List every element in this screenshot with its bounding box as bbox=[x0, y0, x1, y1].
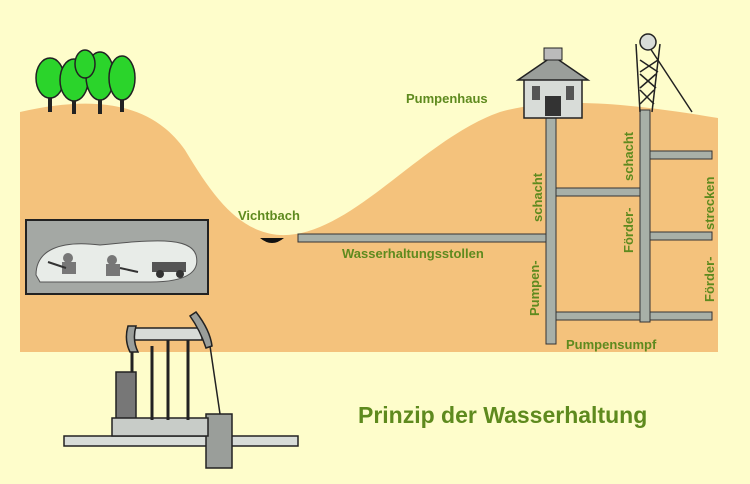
label-stollen: Wasserhaltungsstollen bbox=[342, 246, 484, 261]
haulage-drift bbox=[649, 311, 713, 321]
hoist-shaft bbox=[639, 109, 651, 323]
stream-mouth bbox=[260, 238, 284, 243]
label-pumpensumpf: Pumpensumpf bbox=[566, 337, 657, 352]
label-foerderstrecken-1: Förder- bbox=[702, 256, 717, 303]
pump-shaft bbox=[545, 111, 557, 345]
haulage-drift bbox=[649, 231, 713, 241]
diagram-title: Prinzip der Wasserhaltung bbox=[358, 402, 648, 428]
label-foerderschacht-2: schacht bbox=[621, 131, 636, 181]
trees-icon bbox=[35, 49, 136, 114]
label-foerderstrecken-2: strecken bbox=[702, 176, 717, 230]
drainage-adit bbox=[297, 233, 551, 243]
miners-icon bbox=[25, 219, 209, 295]
label-foerderschacht-1: Förder- bbox=[621, 207, 636, 254]
beam-pump-icon bbox=[63, 310, 299, 469]
label-pumpenschacht-2: schacht bbox=[530, 172, 545, 222]
cross-passage bbox=[555, 187, 641, 197]
label-pumpenschacht-1: Pumpen- bbox=[527, 260, 542, 316]
label-pumpenhaus: Pumpenhaus bbox=[406, 91, 488, 106]
headframe-icon bbox=[635, 33, 693, 113]
cross-passage bbox=[555, 311, 641, 321]
haulage-drift bbox=[649, 150, 713, 160]
pump-house-icon bbox=[515, 47, 591, 119]
label-vichtbach: Vichtbach bbox=[238, 208, 300, 223]
